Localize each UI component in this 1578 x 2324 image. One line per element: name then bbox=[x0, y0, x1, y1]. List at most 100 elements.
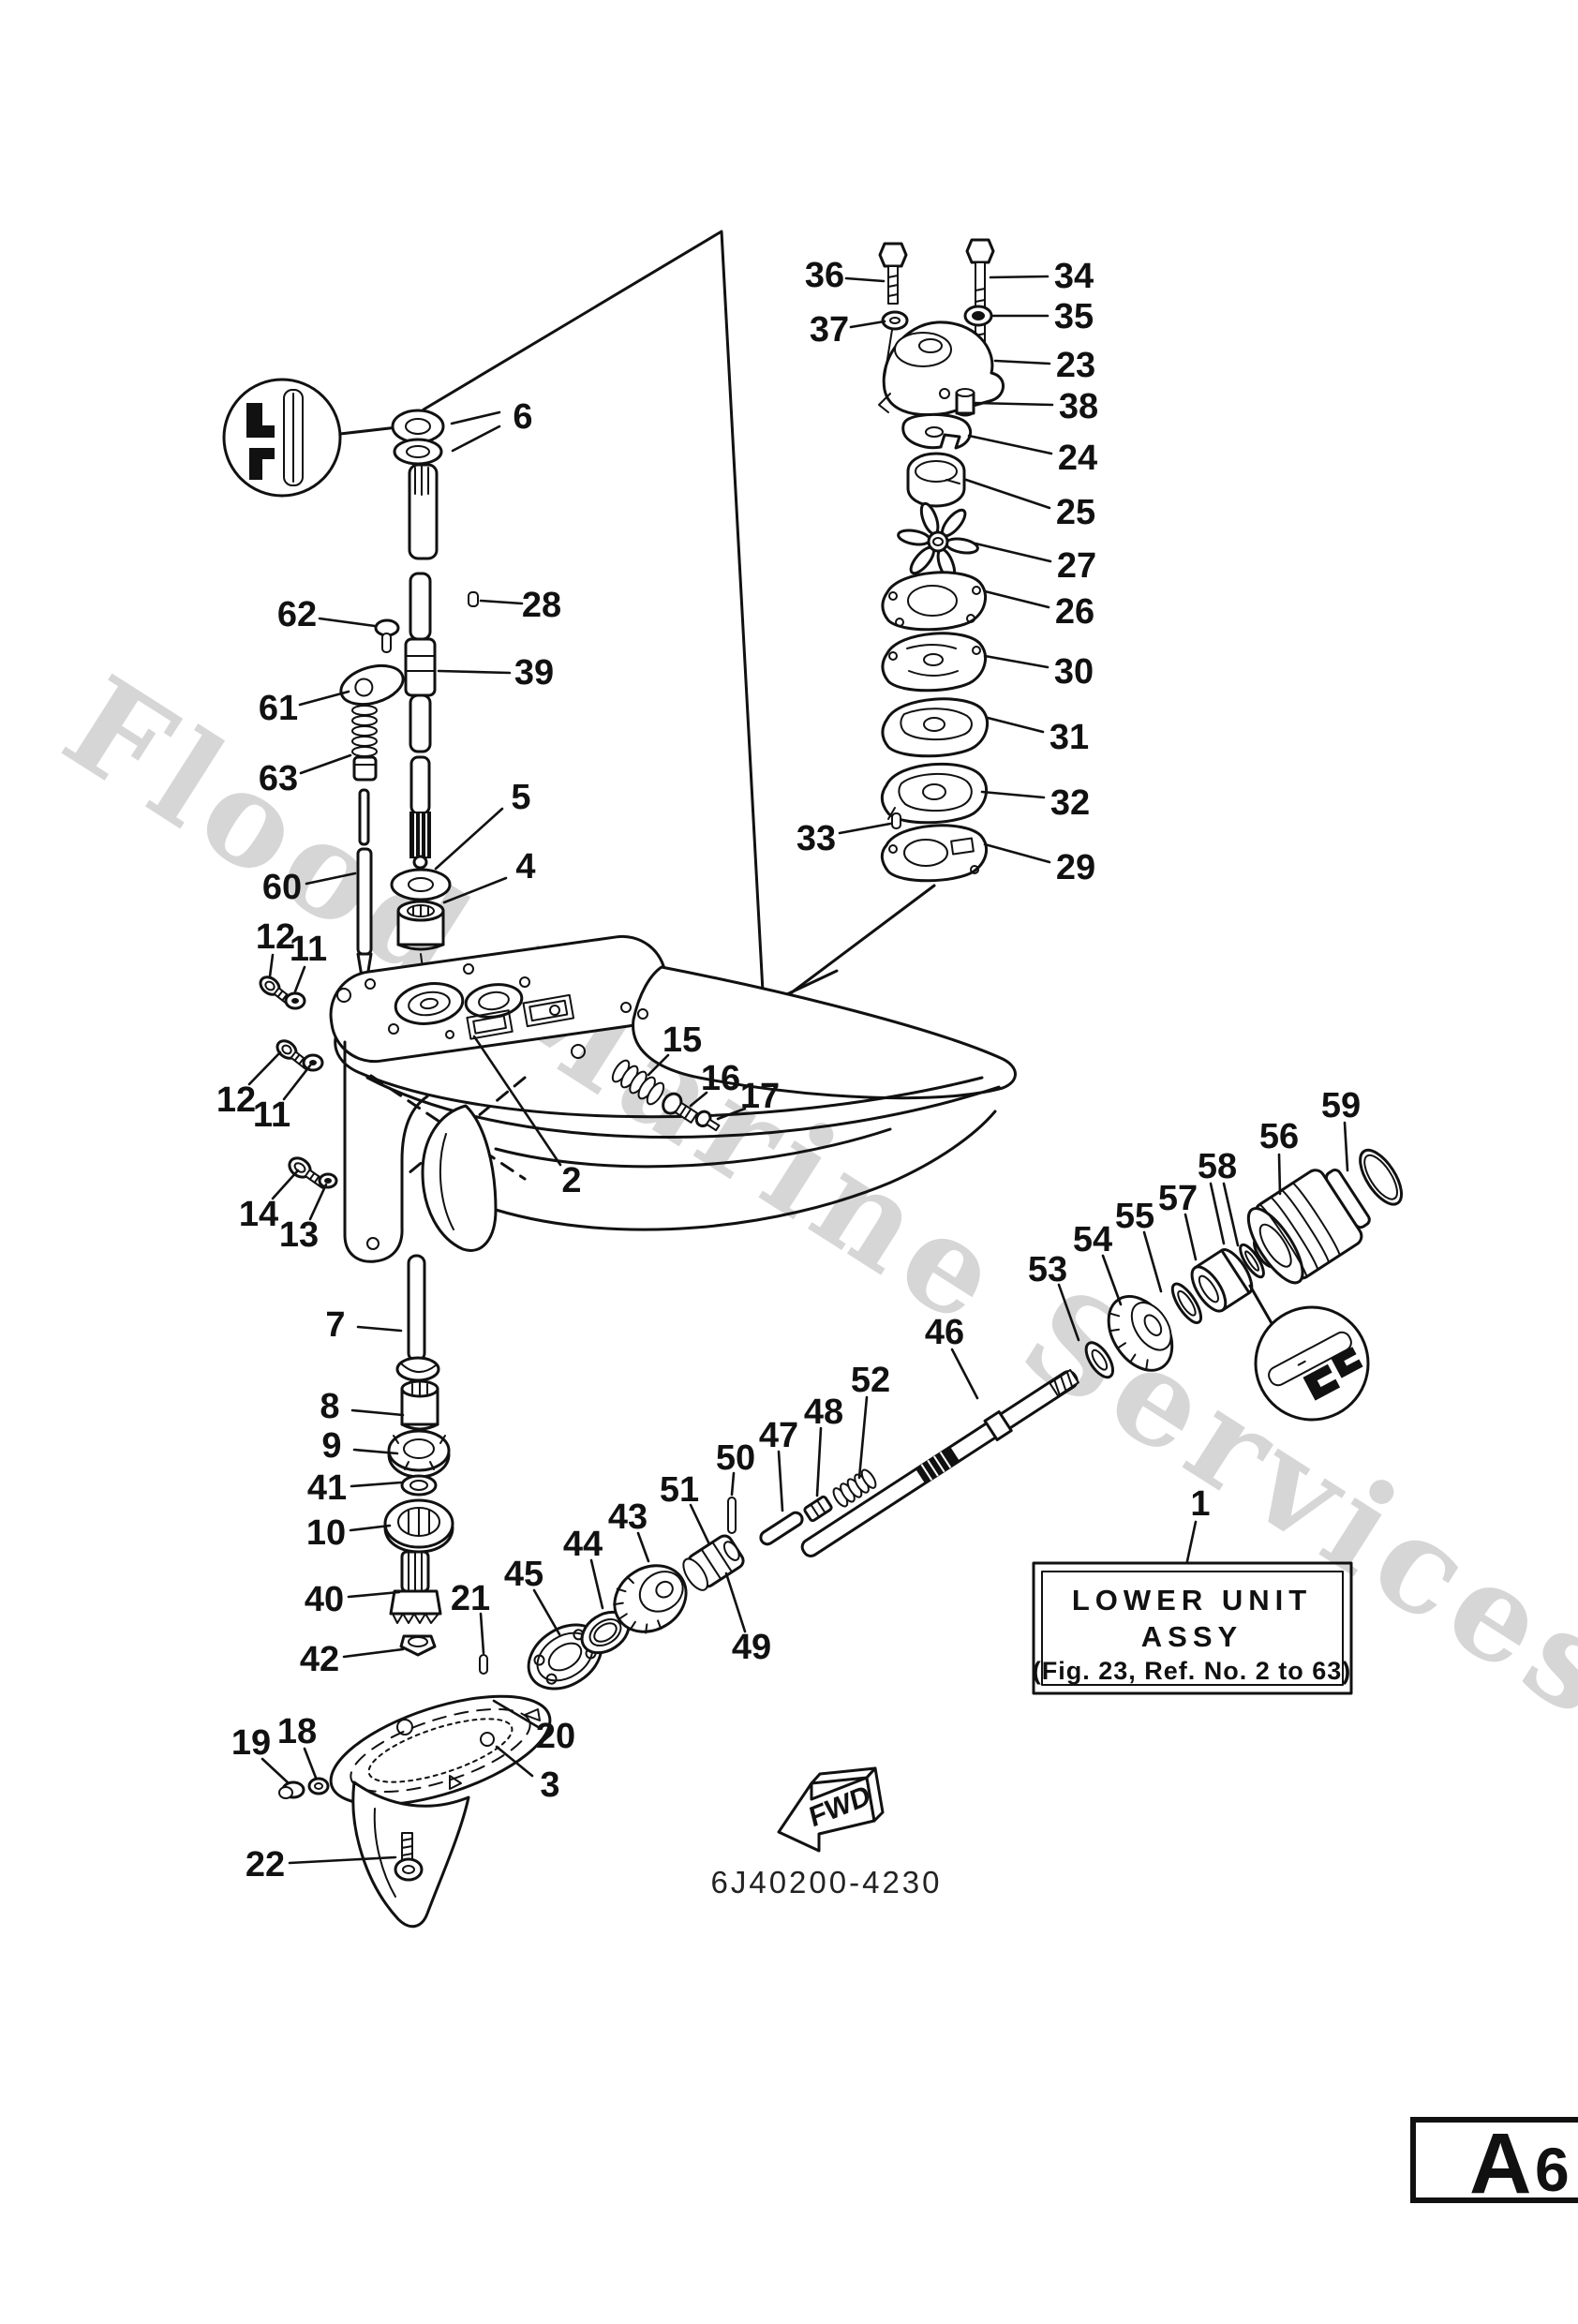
spring-15 bbox=[611, 1059, 665, 1106]
leader-line-6 bbox=[451, 425, 501, 453]
leader-line-53 bbox=[1057, 1283, 1080, 1342]
callout-50: 50 bbox=[716, 1438, 755, 1478]
grommet-11-upper bbox=[284, 991, 306, 1010]
leader-line-9 bbox=[352, 1448, 399, 1455]
screw-17 bbox=[694, 1110, 721, 1132]
callout-28: 28 bbox=[522, 586, 561, 625]
callout-1: 1 bbox=[1190, 1484, 1210, 1524]
bearing-57 bbox=[1190, 1248, 1254, 1313]
callout-43: 43 bbox=[608, 1497, 648, 1537]
callout-10: 10 bbox=[306, 1513, 346, 1553]
leader-line-52 bbox=[857, 1395, 869, 1480]
leader-line-46 bbox=[950, 1348, 979, 1400]
leader-line-6 bbox=[450, 410, 501, 425]
callout-44: 44 bbox=[563, 1525, 603, 1564]
leader-line-31 bbox=[986, 716, 1045, 734]
leader-line-50 bbox=[730, 1471, 736, 1497]
callout-12: 12 bbox=[256, 917, 295, 957]
leader-line-28 bbox=[479, 599, 524, 605]
leader-line-41 bbox=[350, 1481, 403, 1488]
leader-line-5 bbox=[434, 807, 504, 871]
leader-line-11 bbox=[293, 965, 306, 993]
leader-line-59 bbox=[1343, 1121, 1349, 1172]
callout-6: 6 bbox=[513, 397, 532, 437]
leader-line-1 bbox=[1185, 1520, 1198, 1563]
callout-24: 24 bbox=[1058, 439, 1097, 478]
leader-line-44 bbox=[589, 1558, 604, 1610]
callout-52: 52 bbox=[851, 1361, 890, 1400]
callout-58: 58 bbox=[1198, 1147, 1237, 1186]
leader-line-61 bbox=[298, 690, 350, 707]
gasket-26 bbox=[881, 571, 988, 632]
lower-cap-3 bbox=[329, 1694, 552, 1929]
callout-54: 54 bbox=[1073, 1220, 1112, 1259]
callout-37: 37 bbox=[810, 310, 849, 350]
callout-31: 31 bbox=[1050, 718, 1089, 757]
callout-36: 36 bbox=[805, 256, 844, 295]
callout-35: 35 bbox=[1054, 297, 1094, 336]
grommet-11-lower bbox=[302, 1053, 324, 1072]
seal-section-lower bbox=[249, 448, 275, 480]
callout-62: 62 bbox=[277, 595, 317, 634]
leader-line-63 bbox=[299, 753, 352, 775]
leader-line-12 bbox=[247, 1050, 282, 1086]
leader-line-26 bbox=[983, 589, 1050, 609]
callout-26: 26 bbox=[1055, 592, 1094, 632]
leader-line-8 bbox=[350, 1408, 405, 1417]
pinion-nut-42 bbox=[399, 1634, 437, 1657]
callout-41: 41 bbox=[307, 1468, 347, 1508]
outer-plate-30 bbox=[881, 632, 988, 693]
callout-18: 18 bbox=[277, 1712, 317, 1751]
callout-11: 11 bbox=[290, 930, 327, 969]
leader-line-24 bbox=[967, 434, 1053, 455]
leader-line-49 bbox=[724, 1572, 747, 1633]
forward-shaft-7 bbox=[395, 1254, 440, 1382]
callout-21: 21 bbox=[451, 1579, 490, 1618]
nut-19 bbox=[278, 1780, 305, 1799]
leader-line-20 bbox=[492, 1699, 542, 1730]
callout-42: 42 bbox=[300, 1640, 339, 1679]
leader-line-14 bbox=[271, 1169, 300, 1200]
reverse-gear-54 bbox=[1107, 1295, 1174, 1372]
leader-line-15 bbox=[647, 1053, 670, 1077]
oil-seal-inset bbox=[222, 378, 399, 498]
pinion-gear-40 bbox=[389, 1550, 442, 1624]
washer-55 bbox=[1170, 1282, 1203, 1324]
leader-line-56 bbox=[1277, 1153, 1282, 1196]
callout-12: 12 bbox=[216, 1080, 256, 1120]
driveshaft-bearing-6 bbox=[391, 409, 445, 466]
callout-55: 55 bbox=[1115, 1197, 1154, 1236]
guide-plate-31 bbox=[881, 697, 990, 758]
callout-19: 19 bbox=[231, 1723, 271, 1763]
cam-plate-61 bbox=[339, 663, 405, 707]
nose-cone bbox=[421, 1104, 498, 1252]
leader-line-37 bbox=[849, 320, 886, 329]
leader-line-19 bbox=[261, 1757, 290, 1785]
callout-48: 48 bbox=[804, 1393, 843, 1432]
gearcase-housing-2 bbox=[329, 934, 1017, 1263]
leader-line-58 bbox=[1222, 1182, 1240, 1247]
leader-line-23 bbox=[993, 359, 1051, 365]
callout-49: 49 bbox=[732, 1628, 771, 1667]
spring-63 bbox=[351, 705, 378, 782]
callout-3: 3 bbox=[540, 1765, 559, 1805]
washer-5 bbox=[390, 868, 452, 901]
pump-cup-25 bbox=[906, 452, 966, 508]
washer-53 bbox=[1084, 1341, 1115, 1379]
leader-line-36 bbox=[844, 276, 886, 283]
washer-18 bbox=[307, 1777, 330, 1795]
callout-29: 29 bbox=[1056, 848, 1095, 887]
leader-line-4 bbox=[442, 876, 508, 904]
sheet-tag-letter: A bbox=[1469, 2116, 1531, 2212]
callout-59: 59 bbox=[1321, 1086, 1361, 1125]
leader-line-29 bbox=[983, 842, 1051, 864]
sleeve-38 bbox=[955, 388, 975, 417]
leader-line-13 bbox=[308, 1183, 328, 1221]
leader-line-48 bbox=[815, 1426, 823, 1497]
callout-14: 14 bbox=[239, 1195, 278, 1234]
sheet-tag-digit: 6 bbox=[1535, 2135, 1570, 2204]
o-ring-59 bbox=[1359, 1148, 1404, 1206]
